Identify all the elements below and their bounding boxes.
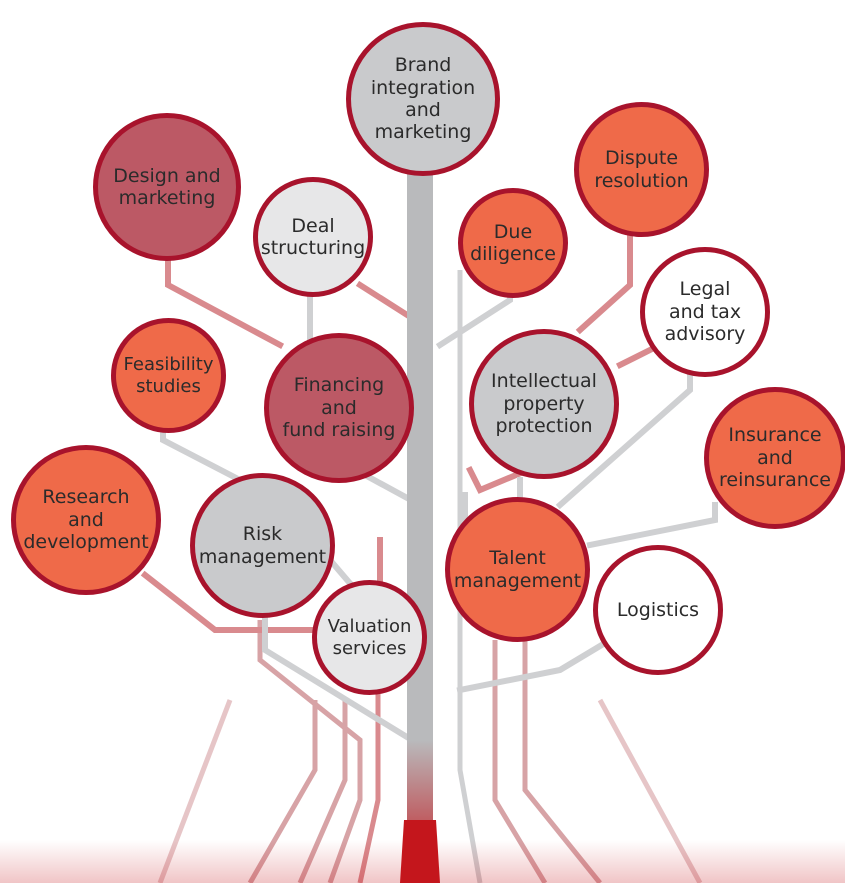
node-due-diligence: Due diligence	[458, 188, 568, 298]
node-feasibility-studies: Feasibility studies	[111, 318, 226, 433]
node-insurance-reinsurance: Insurance and reinsurance	[704, 387, 845, 529]
trunk	[407, 170, 433, 883]
node-research-development: Research and development	[11, 445, 161, 595]
node-legal-tax-advisory: Legal and tax advisory	[640, 247, 770, 377]
node-talent-management: Talent management	[445, 497, 590, 642]
node-valuation-services: Valuation services	[312, 580, 427, 695]
node-logistics: Logistics	[593, 545, 723, 675]
node-intellectual-property-protection: Intellectual property protection	[469, 329, 619, 479]
root-glow	[0, 840, 845, 883]
node-dispute-resolution: Dispute resolution	[574, 102, 709, 237]
node-deal-structuring: Deal structuring	[253, 177, 373, 297]
node-brand-integration-marketing: Brand integration and marketing	[346, 22, 500, 176]
node-design-marketing: Design and marketing	[93, 113, 241, 261]
node-financing-fund-raising: Financing and fund raising	[264, 333, 414, 483]
node-risk-management: Risk management	[190, 473, 335, 618]
